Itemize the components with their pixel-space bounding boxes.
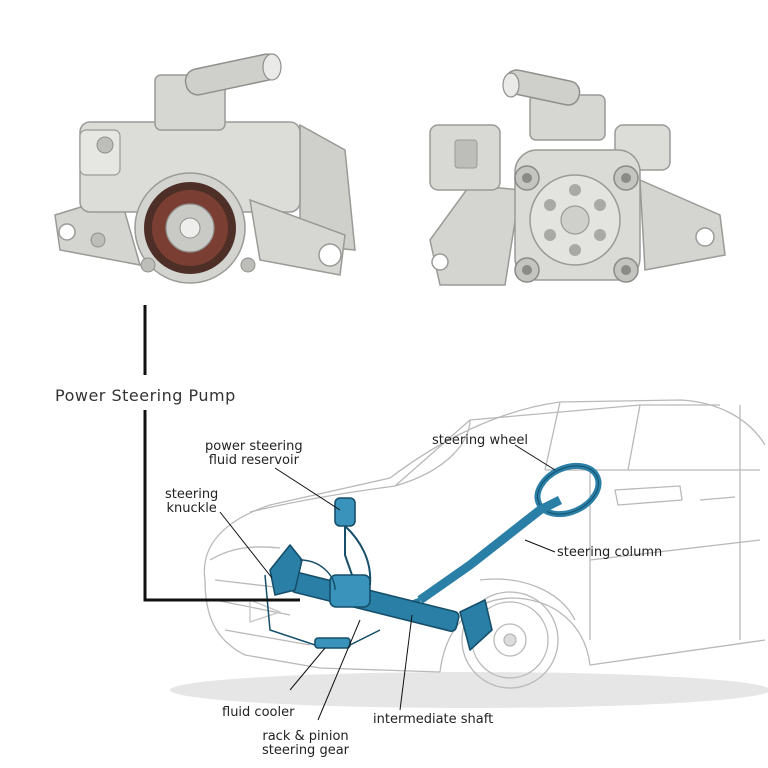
car-outline <box>170 399 768 708</box>
steering-knuckle-label-line1: steering <box>165 487 219 502</box>
fluid-reservoir-label: power steering fluid reservoir <box>205 440 303 468</box>
knuckle-leader <box>219 511 273 579</box>
pump-front-view <box>54 53 356 284</box>
pump-rear-view <box>429 69 726 286</box>
steering-system <box>264 462 602 651</box>
rack-leader <box>317 619 361 721</box>
intermediate-shaft-label: intermediate shaft <box>373 712 494 727</box>
rack-pinion-label-line2: steering gear <box>262 743 350 758</box>
pump-leader-lower <box>143 410 300 602</box>
fluid-reservoir-label-line2: fluid reservoir <box>208 453 299 468</box>
leader-lines <box>143 305 556 721</box>
rack-pinion-label-line1: rack & pinion <box>262 729 349 744</box>
steering-knuckle-label-line2: knuckle <box>166 501 217 516</box>
power-steering-pump-label: Power Steering Pump <box>55 386 236 405</box>
steering-column-label: steering column <box>557 545 663 560</box>
rack-pinion-label: rack & pinion steering gear <box>262 730 349 758</box>
steering-knuckle-label: steering knuckle <box>165 488 218 516</box>
fluid-reservoir-label-line1: power steering <box>205 439 303 454</box>
reservoir-leader <box>274 467 341 511</box>
fluid-cooler-label: fluid cooler <box>222 705 295 720</box>
wheel-leader <box>514 444 556 471</box>
cooler-leader <box>289 647 326 691</box>
steering-wheel-label: steering wheel <box>432 433 528 448</box>
column-leader <box>524 539 556 553</box>
shaft-leader <box>399 614 413 711</box>
